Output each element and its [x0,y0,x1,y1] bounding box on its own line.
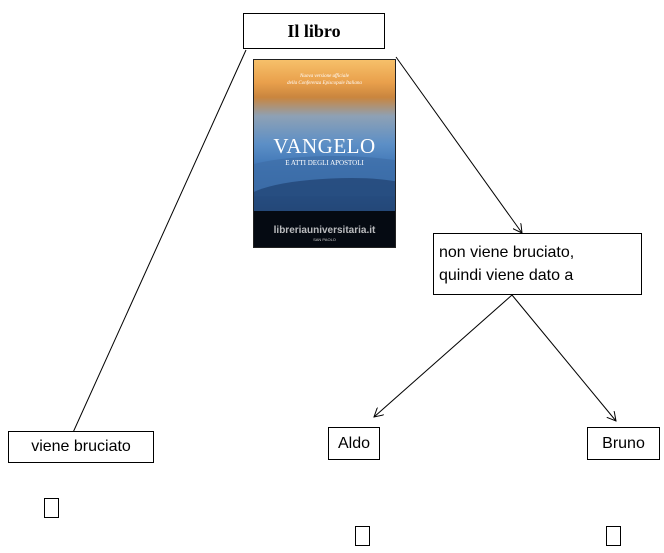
burned-node-label: viene bruciato [31,438,131,455]
book-cover-subtitle: Nuova versione ufficiale della Conferenz… [254,73,395,87]
edge-not-burned-to-bruno [511,294,616,421]
book-cover-image: Nuova versione ufficiale della Conferenz… [253,59,396,248]
book-cover-watermark: libreriauniversitaria.it [273,225,376,236]
book-cover-title2: E ATTI DEGLI APOSTOLI [285,159,364,167]
not-burned-node-line2: quindi viene dato a [439,267,574,284]
bruno-node-label: Bruno [602,434,645,452]
bruno-node-box: Bruno [587,427,660,460]
book-cover-title: VANGELO [273,134,376,158]
book-cover-subtitle-line2: della Conferenza Episcopale Italiana [287,81,362,86]
book-cover-subtitle-line1: Nuova versione ufficiale [300,74,349,79]
placeholder-glyph-bruno [606,526,621,546]
root-node-label: Il libro [287,20,341,41]
book-cover-publisher: SAN PAOLO [313,237,336,242]
placeholder-glyph-aldo [355,526,370,546]
edge-not-burned-to-aldo [374,294,513,417]
edge-root-to-burned [66,49,247,448]
not-burned-node-box: non viene bruciato, quindi viene dato a [433,233,642,295]
aldo-node-label: Aldo [337,434,371,452]
not-burned-node-line1: non viene bruciato, [439,244,575,261]
book-cover-treeline [254,211,395,247]
edge-root-to-not-burned [395,56,522,233]
aldo-node-box: Aldo [328,427,380,460]
burned-node-box: viene bruciato [8,431,154,463]
root-node-box: Il libro [243,13,385,49]
placeholder-glyph-burned [44,498,59,518]
